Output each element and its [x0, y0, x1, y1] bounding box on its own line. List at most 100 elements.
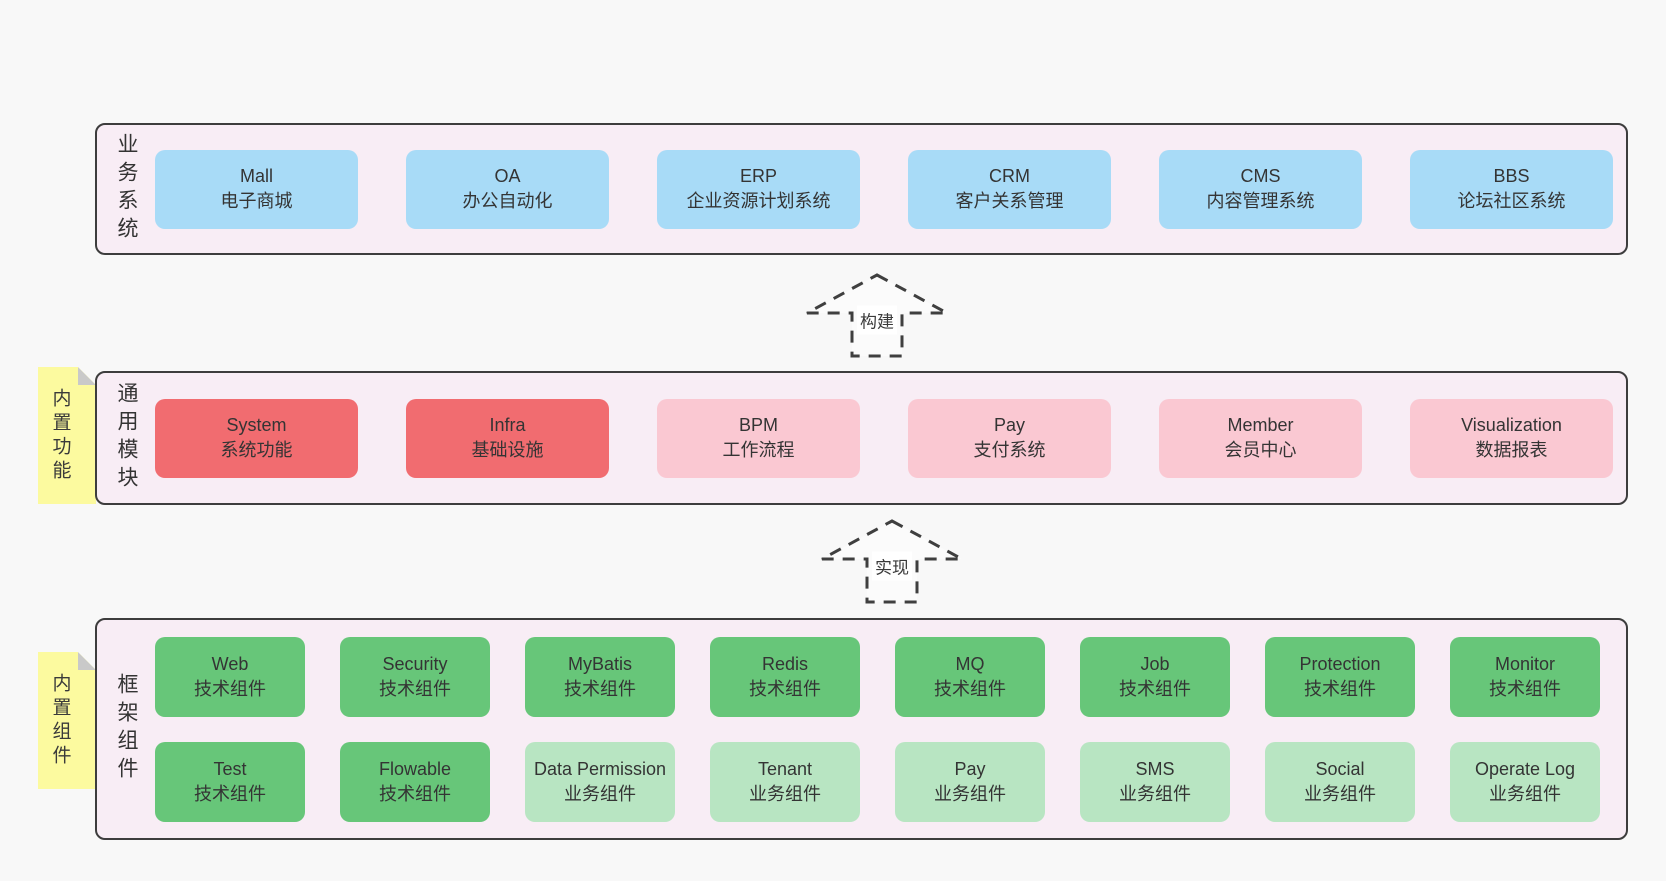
box-name: Protection [1299, 653, 1381, 674]
box-name: OA [494, 166, 521, 187]
box-desc: 技术组件 [564, 678, 636, 699]
box-name: MQ [955, 653, 985, 674]
box-desc: 技术组件 [1119, 678, 1191, 699]
box-name: Social [1315, 758, 1365, 779]
box-name: Mall [239, 166, 273, 187]
box-desc: 业务组件 [564, 783, 636, 804]
box-infra: Infra 基础设施 [406, 398, 609, 478]
box-social: Social 业务组件 [1265, 741, 1415, 822]
box-desc: 技术组件 [379, 678, 451, 699]
box-desc: 业务组件 [1304, 783, 1376, 804]
box-security: Security 技术组件 [340, 636, 490, 717]
box-desc: 技术组件 [749, 678, 821, 699]
layer-label-framework-components: 框架组件 [115, 673, 138, 785]
box-name: Redis [761, 653, 809, 674]
box-data-permission: Data Permission 业务组件 [525, 741, 675, 822]
box-name: BPM [738, 415, 778, 436]
box-name: Infra [489, 415, 526, 436]
build-arrow: 构建 [804, 271, 950, 359]
box-desc: 技术组件 [1304, 678, 1376, 699]
box-desc: 客户关系管理 [955, 191, 1064, 211]
box-desc: 系统功能 [220, 440, 293, 460]
implement-arrow: 实现 [819, 516, 965, 606]
box-redis: Redis 技术组件 [710, 636, 860, 717]
box-desc: 业务组件 [749, 783, 821, 804]
box-desc: 电子商城 [220, 191, 293, 211]
box-web: Web 技术组件 [155, 636, 305, 717]
box-mybatis: MyBatis 技术组件 [525, 636, 675, 717]
box-erp: ERP 企业资源计划系统 [657, 149, 860, 229]
box-name: SMS [1135, 758, 1175, 779]
layer-label-business-systems: 业务系统 [115, 133, 138, 245]
box-job: Job 技术组件 [1080, 636, 1230, 717]
layer-common-modules: 通用模块 System 系统功能 Infra 基础设施 BPM 工作流程 Pay… [95, 371, 1628, 505]
box-name: Test [213, 758, 247, 779]
folded-corner-icon [78, 367, 96, 385]
box-name: Visualization [1461, 415, 1562, 436]
box-desc: 技术组件 [379, 783, 451, 804]
box-pay-module: Pay 支付系统 [908, 398, 1111, 478]
box-name: Security [382, 653, 448, 674]
note-text: 内置组件 [49, 672, 71, 769]
layer-business-systems: 业务系统 Mall 电子商城 OA 办公自动化 ERP 企业资源计划系统 CRM… [95, 123, 1628, 255]
box-desc: 工作流程 [722, 440, 795, 460]
box-name: Tenant [757, 758, 813, 779]
box-name: Pay [954, 758, 986, 779]
box-monitor: Monitor 技术组件 [1450, 636, 1600, 717]
box-name: Web [211, 653, 249, 674]
box-mq: MQ 技术组件 [895, 636, 1045, 717]
box-desc: 办公自动化 [462, 191, 553, 211]
box-desc: 技术组件 [1489, 678, 1561, 699]
box-desc: 会员中心 [1224, 440, 1297, 460]
implement-arrow-label: 实现 [872, 551, 912, 581]
box-name: Flowable [378, 758, 452, 779]
box-desc: 论坛社区系统 [1457, 191, 1566, 211]
layer-components-content: Web 技术组件 Security 技术组件 MyBatis 技术组件 Redi… [155, 620, 1626, 838]
sticky-note-built-in-features: 内置功能 [38, 367, 96, 504]
box-name: CMS [1240, 166, 1281, 187]
box-system: System 系统功能 [155, 398, 358, 478]
box-test: Test 技术组件 [155, 741, 305, 822]
folded-corner-icon [78, 652, 96, 670]
box-desc: 支付系统 [973, 440, 1046, 460]
box-name: Operate Log [1474, 758, 1576, 779]
box-name: Data Permission [533, 758, 667, 779]
box-oa: OA 办公自动化 [406, 149, 609, 229]
build-arrow-label: 构建 [857, 305, 897, 335]
note-text: 内置功能 [49, 387, 71, 484]
box-sms: SMS 业务组件 [1080, 741, 1230, 822]
box-desc: 基础设施 [471, 440, 544, 460]
box-name: MyBatis [567, 653, 632, 674]
box-desc: 企业资源计划系统 [686, 191, 831, 211]
box-cms: CMS 内容管理系统 [1159, 149, 1362, 229]
box-protection: Protection 技术组件 [1265, 636, 1415, 717]
box-operate-log: Operate Log 业务组件 [1450, 741, 1600, 822]
box-desc: 业务组件 [1119, 783, 1191, 804]
box-name: BBS [1493, 166, 1530, 187]
box-pay-component: Pay 业务组件 [895, 741, 1045, 822]
box-member: Member 会员中心 [1159, 398, 1362, 478]
layer-label-common-modules: 通用模块 [115, 382, 138, 494]
layer-modules-content: System 系统功能 Infra 基础设施 BPM 工作流程 Pay 支付系统… [155, 373, 1626, 503]
box-flowable: Flowable 技术组件 [340, 741, 490, 822]
box-desc: 技术组件 [194, 783, 266, 804]
layer-business-content: Mall 电子商城 OA 办公自动化 ERP 企业资源计划系统 CRM 客户关系… [155, 125, 1626, 253]
box-visualization: Visualization 数据报表 [1410, 398, 1613, 478]
box-desc: 内容管理系统 [1206, 191, 1315, 211]
layer-framework-components: 框架组件 Web 技术组件 Security 技术组件 MyBatis 技术组件… [95, 618, 1628, 840]
box-desc: 技术组件 [934, 678, 1006, 699]
box-desc: 业务组件 [1489, 783, 1561, 804]
box-desc: 业务组件 [934, 783, 1006, 804]
box-desc: 数据报表 [1475, 440, 1548, 460]
box-bpm: BPM 工作流程 [657, 398, 860, 478]
sticky-note-built-in-components: 内置组件 [38, 652, 96, 789]
box-name: System [226, 415, 287, 436]
box-desc: 技术组件 [194, 678, 266, 699]
box-mall: Mall 电子商城 [155, 149, 358, 229]
box-crm: CRM 客户关系管理 [908, 149, 1111, 229]
box-name: Job [1140, 653, 1170, 674]
box-name: CRM [989, 166, 1030, 187]
box-name: Member [1227, 415, 1294, 436]
box-name: Pay [993, 415, 1026, 436]
